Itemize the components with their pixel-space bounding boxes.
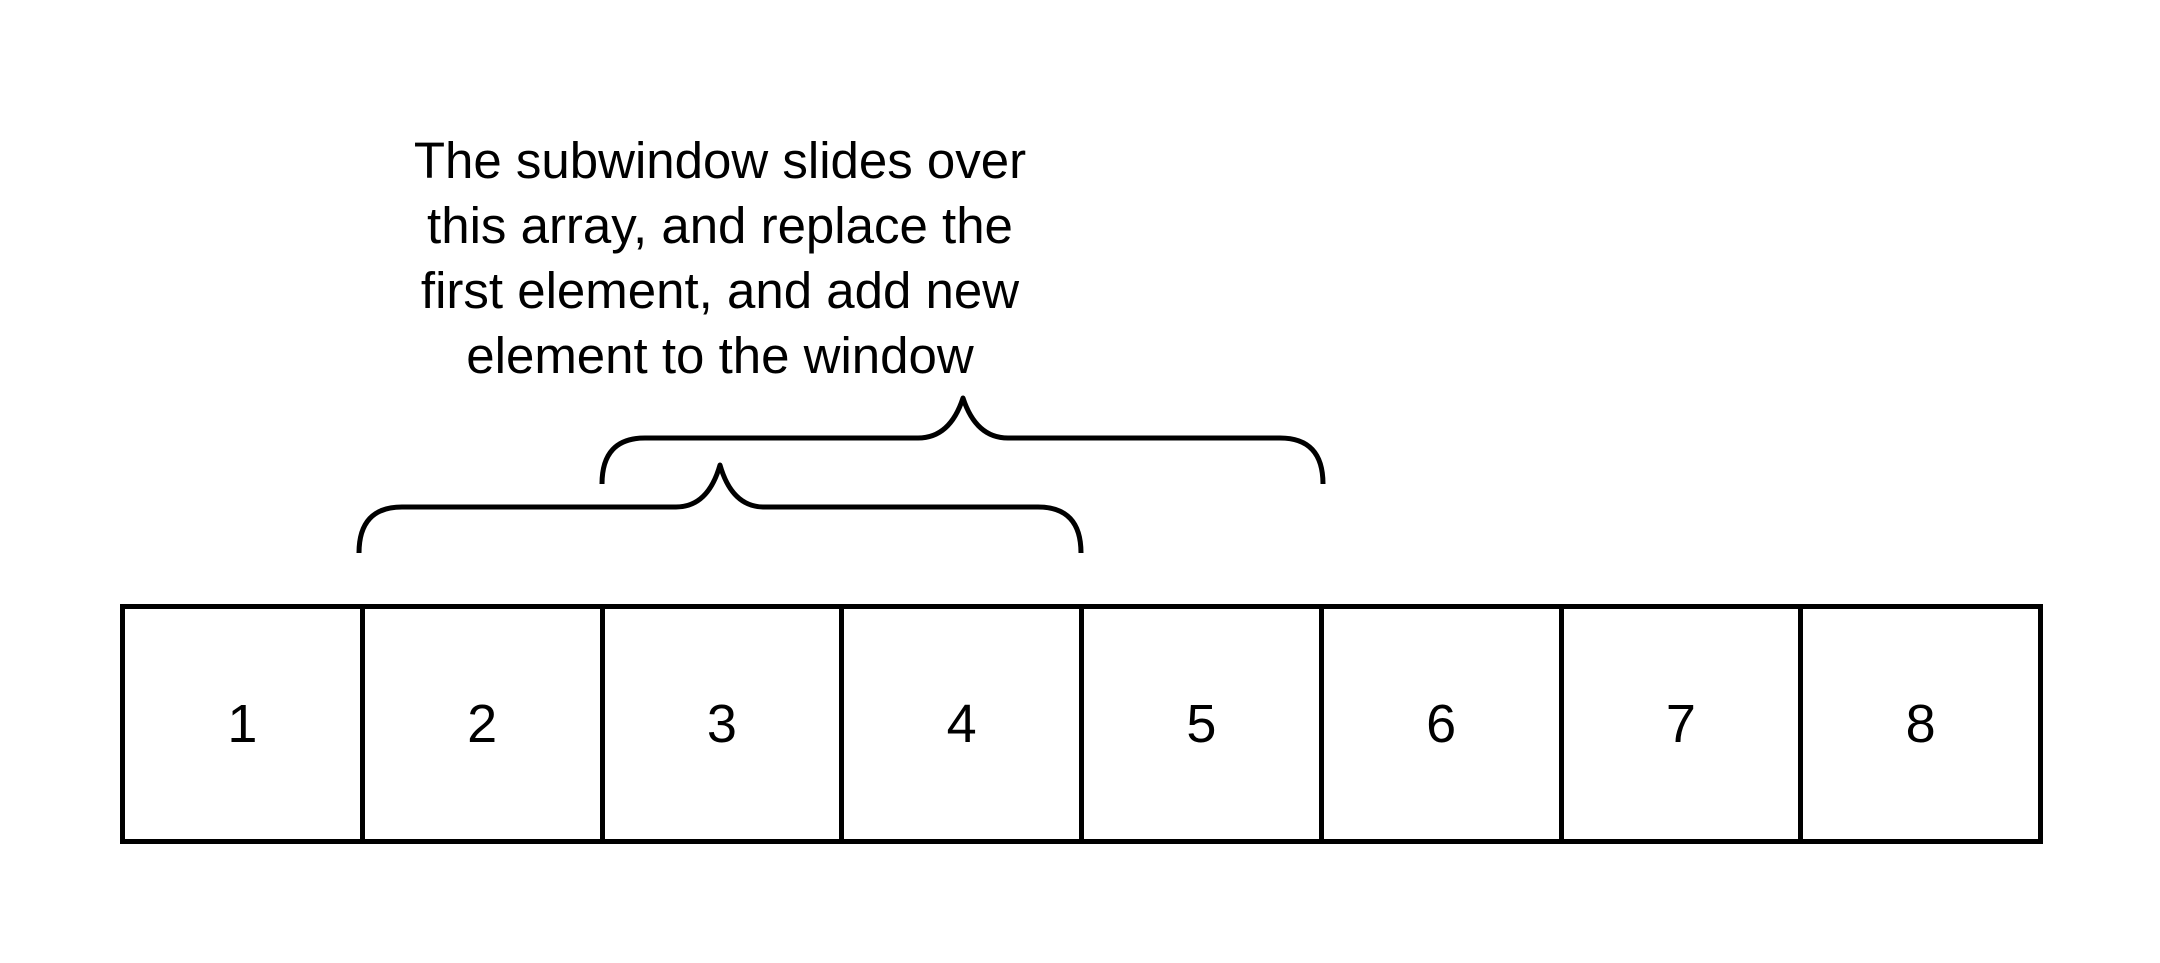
caption: The subwindow slides over this array, an… (320, 128, 1120, 388)
caption-line: element to the window (466, 327, 974, 384)
caption-line: The subwindow slides over (413, 132, 1027, 189)
array-cell-7: 7 (1564, 609, 1804, 839)
array-cell-1: 1 (125, 609, 365, 839)
array: 1 2 3 4 5 6 7 8 (120, 604, 2043, 844)
caption-line: this array, and replace the (427, 197, 1013, 254)
window-brace-lower (356, 462, 1084, 554)
array-cell-8: 8 (1803, 609, 2043, 839)
array-cell-4: 4 (844, 609, 1084, 839)
window-brace-upper (599, 395, 1326, 485)
caption-line: first element, and add new (420, 262, 1020, 319)
array-cell-2: 2 (365, 609, 605, 839)
array-cell-6: 6 (1324, 609, 1564, 839)
array-cell-5: 5 (1084, 609, 1324, 839)
array-cell-3: 3 (605, 609, 845, 839)
